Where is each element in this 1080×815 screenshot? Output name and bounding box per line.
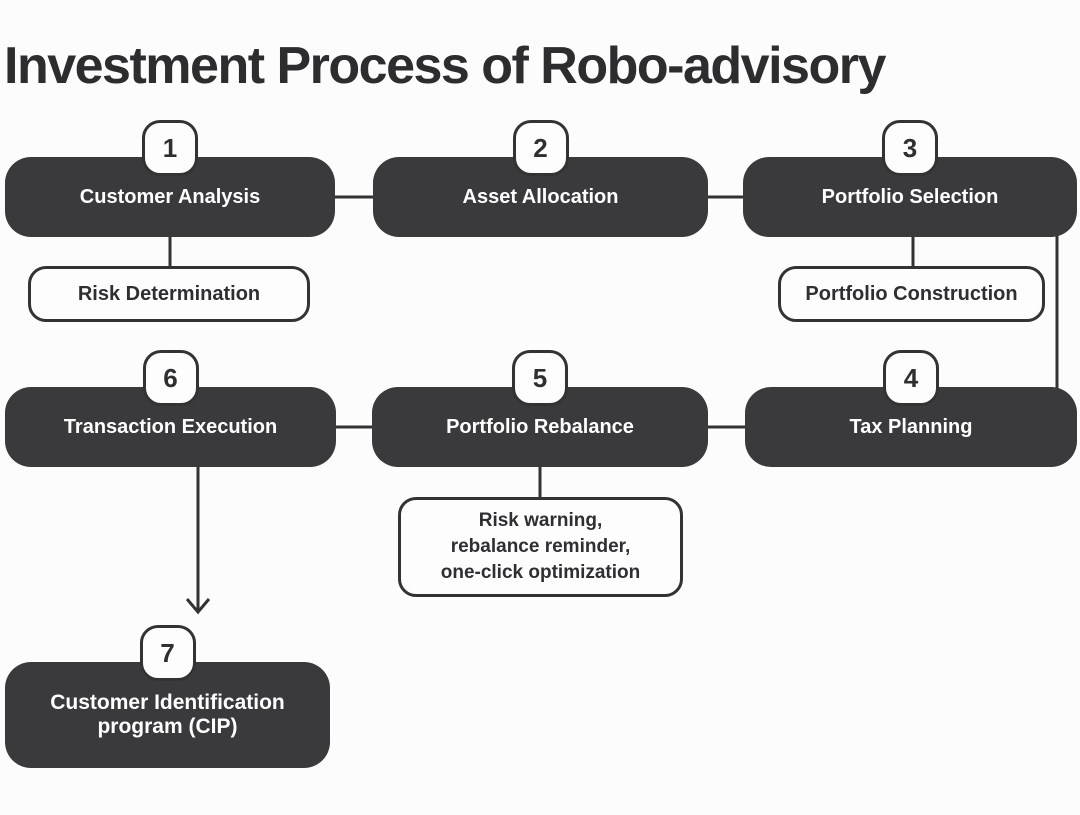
step-label: Tax Planning <box>849 416 973 438</box>
arrowhead-down-icon <box>185 598 211 615</box>
step-number-badge: 2 <box>512 120 569 176</box>
step-box-asset-allocation: 2 Asset Allocation <box>373 120 708 237</box>
step-box-portfolio-selection: 3 Portfolio Selection <box>743 120 1077 237</box>
step-number-badge: 5 <box>512 350 568 406</box>
step-label: Asset Allocation <box>462 186 619 208</box>
note-label: Risk Determination <box>77 283 261 305</box>
note-label: Portfolio Construction <box>805 283 1018 305</box>
step-label: Portfolio Rebalance <box>446 416 634 438</box>
step-label: Customer Analysis <box>79 186 261 208</box>
step-number-badge: 7 <box>139 625 196 681</box>
step-number-badge: 1 <box>142 120 198 176</box>
note-box-risk-warning: Risk warning, rebalance reminder, one-cl… <box>398 497 683 597</box>
note-label: Risk warning, rebalance reminder, one-cl… <box>440 510 641 583</box>
note-box-portfolio-construction: Portfolio Construction <box>778 266 1045 322</box>
step-box-portfolio-rebalance: 5 Portfolio Rebalance <box>372 350 708 467</box>
step-box-customer-identification-program: 7 Customer Identification program (CIP) <box>5 625 330 768</box>
step-number-badge: 4 <box>883 350 939 406</box>
step-box-tax-planning: 4 Tax Planning <box>745 350 1077 467</box>
step-box-transaction-execution: 6 Transaction Execution <box>5 350 336 467</box>
note-box-risk-determination: Risk Determination <box>28 266 310 322</box>
step-label: Transaction Execution <box>63 416 278 438</box>
step-label: Customer Identification program (CIP) <box>50 691 285 738</box>
diagram-title: Investment Process of Robo-advisory <box>4 37 886 95</box>
step-label: Portfolio Selection <box>821 186 999 208</box>
step-number-badge: 3 <box>882 120 938 176</box>
step-number-badge: 6 <box>142 350 199 406</box>
step-box-customer-analysis: 1 Customer Analysis <box>5 120 335 237</box>
